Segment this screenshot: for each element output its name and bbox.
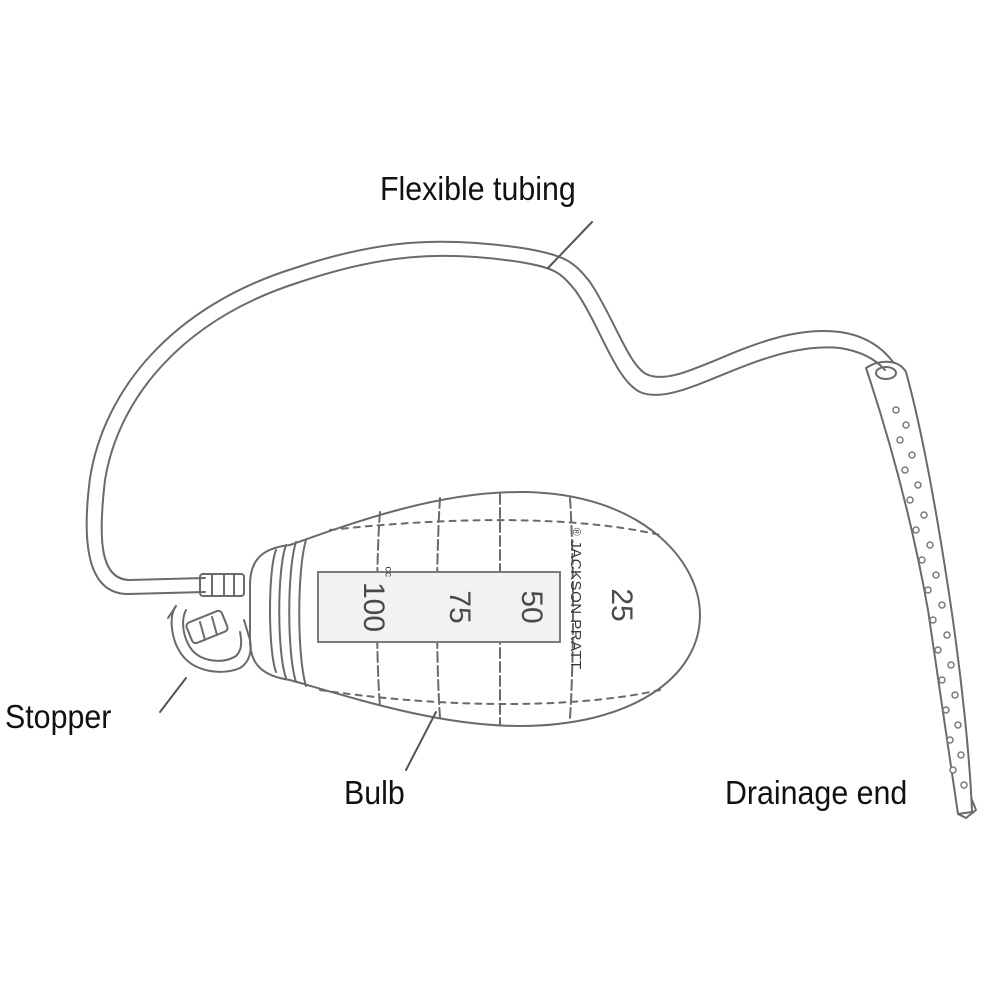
label-bulb: Bulb (344, 774, 405, 811)
bulb-scale-panel (317, 571, 561, 643)
stopper-leader (159, 677, 187, 713)
scale-mark-75: 75 (443, 590, 476, 623)
label-stopper: Stopper (5, 698, 112, 735)
flexible-tubing (85, 240, 894, 595)
label-flexible-tubing: Flexible tubing (380, 170, 576, 207)
scale-unit-cc: cc (382, 567, 393, 578)
bulb-leader (405, 711, 437, 771)
scale-mark-25: 25 (605, 588, 638, 621)
brand-registered-mark: ® (570, 528, 582, 537)
stopper (167, 605, 252, 673)
tubing-connector (199, 573, 245, 597)
drain-perforations (892, 406, 968, 789)
scale-mark-50: 50 (515, 590, 548, 623)
tubing-leader (547, 221, 593, 269)
drainage-end (865, 360, 977, 819)
bulb-brand-label: JACKSON PRATT (567, 540, 584, 670)
bulb: 100 cc 75 50 25 JACKSON PRATT ® (249, 491, 701, 727)
scale-mark-100: 100 (357, 582, 390, 632)
label-drainage-end: Drainage end (725, 774, 908, 811)
